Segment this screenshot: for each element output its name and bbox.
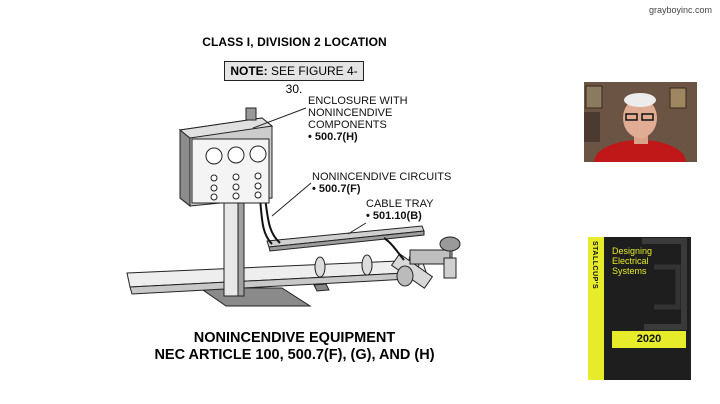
valve-assembly bbox=[390, 236, 461, 289]
caption-line2: NEC ARTICLE 100, 500.7(F), (G), AND (H) bbox=[154, 347, 435, 363]
enclosure-box bbox=[178, 107, 274, 208]
callout-circuits: NONINCENDIVE CIRCUITS • 500.7(F) bbox=[312, 171, 451, 195]
book-front: Designing Electrical Systems 2020 bbox=[604, 237, 691, 380]
callout-circuits-ref: • 500.7(F) bbox=[312, 183, 361, 195]
book-title: Designing Electrical Systems bbox=[612, 246, 652, 276]
callout-cable-tray: CABLE TRAY • 501.10(B) bbox=[366, 198, 433, 222]
presenter-video-frame bbox=[584, 82, 697, 162]
pipe-support bbox=[313, 283, 330, 292]
callout-enclosure: ENCLOSURE WITH NONINCENDIVE COMPONENTS •… bbox=[308, 95, 467, 143]
cable-tray bbox=[266, 225, 425, 252]
book-title-line3: Systems bbox=[612, 266, 647, 276]
book-spine-text: STALLCUP'S bbox=[591, 241, 598, 290]
slide-caption: NONINCENDIVE EQUIPMENT NEC ARTICLE 100, … bbox=[122, 330, 467, 364]
presenter-webcam bbox=[584, 82, 697, 162]
slide-title: CLASS I, DIVISION 2 LOCATION bbox=[202, 35, 387, 49]
callout-tray-ref: • 501.10(B) bbox=[366, 210, 422, 222]
equipment-illustration bbox=[126, 107, 461, 307]
note-text: SEE FIGURE 4-30. bbox=[267, 64, 358, 96]
enclosure-stand bbox=[223, 195, 245, 297]
book-cover: STALLCUP'S Designing Electrical Systems … bbox=[588, 237, 691, 380]
book-year: 2020 bbox=[612, 331, 686, 348]
book-title-line2: Electrical bbox=[612, 256, 649, 266]
callout-enclosure-line2: NONINCENDIVE COMPONENTS bbox=[308, 107, 393, 131]
watermark: grayboyinc.com bbox=[648, 5, 712, 15]
book-spine: STALLCUP'S bbox=[588, 237, 604, 380]
callout-circuits-line1: NONINCENDIVE CIRCUITS bbox=[312, 171, 452, 183]
caption-line1: NONINCENDIVE EQUIPMENT bbox=[193, 330, 396, 346]
book-graphic bbox=[642, 238, 687, 330]
callout-enclosure-line1: ENCLOSURE WITH bbox=[308, 95, 408, 107]
note-box: NOTE: SEE FIGURE 4-30. bbox=[224, 61, 364, 96]
note-label: NOTE: bbox=[230, 64, 268, 78]
book-title-line1: Designing bbox=[612, 246, 653, 256]
floor-pad bbox=[198, 287, 312, 307]
slide-diagram: CLASS I, DIVISION 2 LOCATION NOTE: SEE F… bbox=[122, 35, 467, 368]
callout-tray-line1: CABLE TRAY bbox=[366, 198, 434, 210]
callout-enclosure-ref: • 500.7(H) bbox=[308, 131, 358, 143]
leader-lines bbox=[252, 107, 367, 235]
